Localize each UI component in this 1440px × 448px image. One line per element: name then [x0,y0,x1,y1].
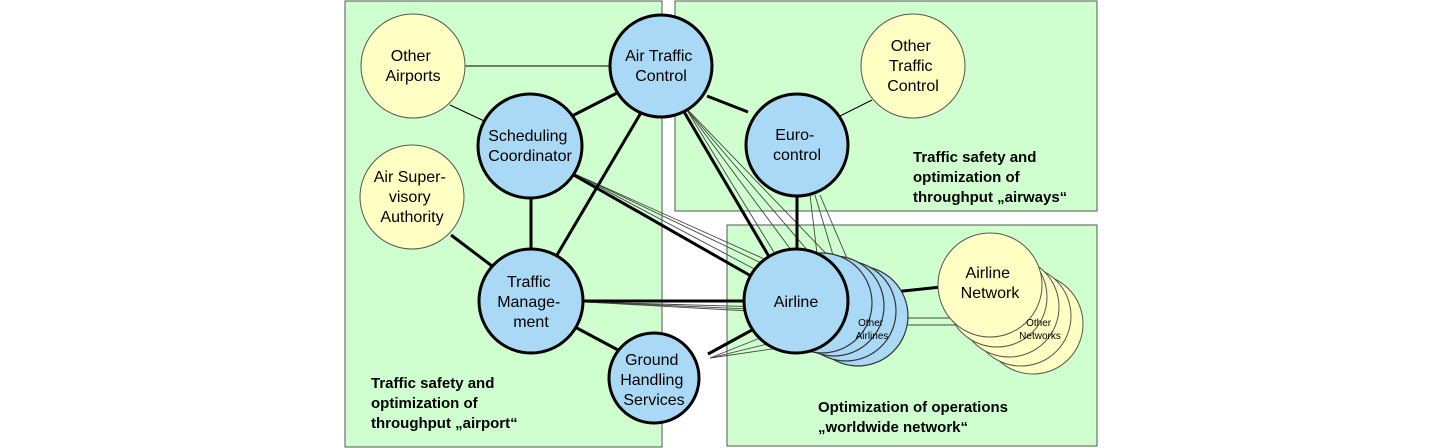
traffic-management-label: Traffic Manage- ment [497,274,565,331]
ground-handling-services-node [607,331,701,425]
airways-region-label: Traffic safety and optimization of throu… [913,149,1067,206]
air-traffic-control-node [608,13,714,119]
airline-network-node [937,232,1043,338]
traffic-management-node [477,247,585,355]
airline-label: Airline [774,294,819,311]
air-traffic-control-label: Air Traffic Control [625,48,697,85]
edge-atc-eurocontrol [706,94,749,114]
other-traffic-control-label: Other Traffic Control [887,38,939,95]
edge-atc-traffic-management [555,110,644,256]
eurocontrol-node [744,92,850,198]
edge-eurocontrol-other-tc [837,99,873,118]
other-airlines-label: Other Airlines [856,318,889,342]
scheduling-coordinator-label: Scheduling Coordinator [488,128,572,165]
other-airports-node [360,13,466,119]
network-region-label: Optimization of operations „worldwide ne… [818,399,1012,436]
airline-node [742,247,850,355]
other-networks-label: Other Networks [1019,318,1061,342]
eurocontrol-label: Euro- control [773,127,821,164]
airport-region-label: Traffic safety and optimization of throu… [371,375,518,432]
air-supervisory-authority-label: Air Super- visory Authority [374,169,450,226]
thick-edges [450,91,942,356]
airline-network-label: Airline Network [961,265,1021,302]
other-airports-label: Other Airports [385,48,440,85]
edge-atc-airline [681,109,773,261]
edge-traffic-management-ground [574,325,619,352]
scheduling-coordinator-node [476,92,584,200]
air-supervisory-authority-node [359,144,465,250]
edge-atc-scheduling [567,91,618,120]
other-traffic-control-node [860,13,966,119]
edge-scheduling-airline [571,172,752,278]
edge-supervisory-traffic-management [450,233,493,268]
edge-ground-airline [707,328,753,356]
ground-handling-services-label: Ground Handling Services [620,352,688,409]
